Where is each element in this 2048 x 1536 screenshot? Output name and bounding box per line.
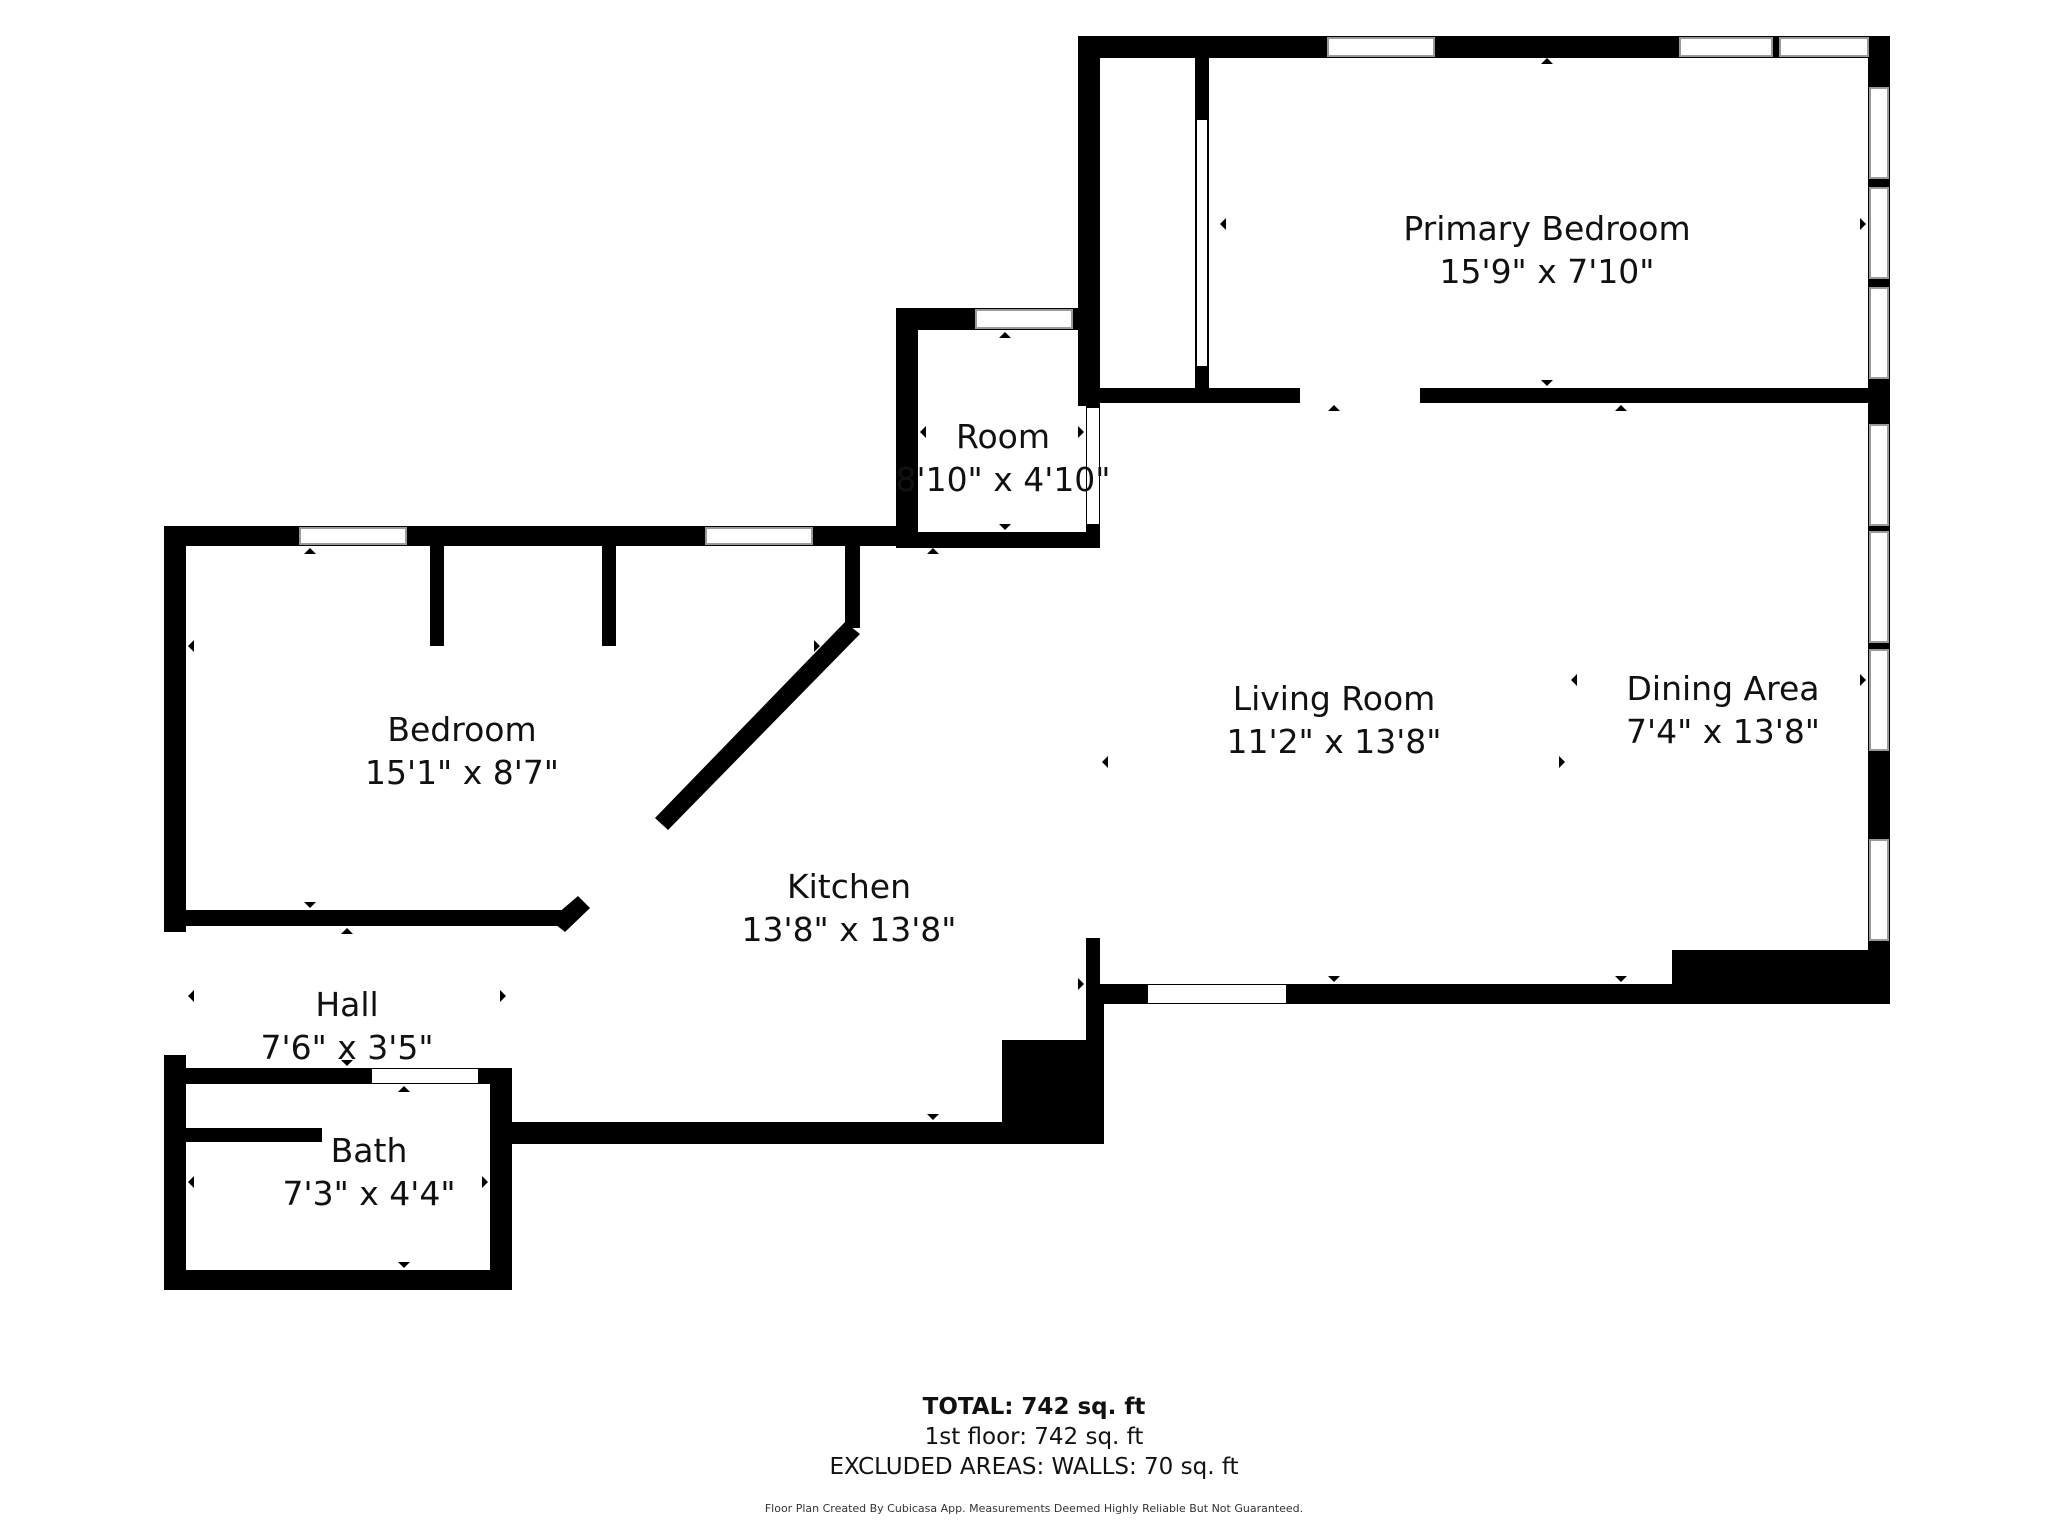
door-primary-closet bbox=[1197, 120, 1207, 366]
room-dims-bedroom: 15'1" x 8'7" bbox=[365, 753, 559, 792]
wall-bedroom-diagonal bbox=[655, 622, 860, 830]
window-primary-right-2 bbox=[1869, 187, 1889, 279]
marker bbox=[927, 1114, 939, 1120]
window-primary-top-right-2 bbox=[1779, 37, 1869, 57]
window-primary-right-3 bbox=[1869, 287, 1889, 379]
marker bbox=[304, 548, 316, 554]
wall-bedroom-bottom bbox=[164, 910, 564, 926]
marker bbox=[927, 548, 939, 554]
door-bath-hall bbox=[372, 1069, 478, 1083]
door-hall-entry bbox=[165, 935, 185, 1055]
room-name-dining-area: Dining Area bbox=[1627, 669, 1820, 708]
marker bbox=[341, 1060, 353, 1066]
door-bedroom-closet bbox=[444, 632, 602, 646]
door-primary-living bbox=[1300, 388, 1420, 403]
window-primary-top-right-1 bbox=[1679, 37, 1773, 57]
wall-kitchen-bottom bbox=[490, 1122, 1104, 1144]
marker bbox=[500, 990, 506, 1002]
wall-dining-right-block bbox=[1868, 755, 1890, 835]
window-dining-right-3 bbox=[1869, 649, 1889, 751]
wall-primary-left bbox=[1078, 36, 1100, 406]
marker bbox=[1541, 58, 1553, 64]
marker bbox=[1559, 756, 1565, 768]
summary-total: TOTAL: 742 sq. ft bbox=[923, 1394, 1146, 1420]
wall-bedroom-closet-left bbox=[430, 546, 444, 646]
wall-bedroom-closet-right bbox=[602, 546, 616, 646]
wall-bath-shelf bbox=[186, 1128, 322, 1142]
marker bbox=[341, 928, 353, 934]
wall-hall-left-lower bbox=[164, 1055, 186, 1290]
marker bbox=[1102, 756, 1108, 768]
room-name-bath: Bath bbox=[331, 1131, 408, 1170]
wall-room-left bbox=[896, 308, 918, 548]
marker bbox=[188, 990, 194, 1002]
disclaimer: Floor Plan Created By Cubicasa App. Meas… bbox=[765, 1502, 1303, 1515]
marker bbox=[188, 640, 194, 652]
marker bbox=[304, 902, 316, 908]
wall-dining-corner-block bbox=[1672, 950, 1890, 1004]
marker bbox=[398, 1086, 410, 1092]
marker bbox=[1078, 978, 1084, 990]
window-bedroom-top-left bbox=[299, 527, 407, 545]
room-dims-primary-bedroom: 15'9" x 7'10" bbox=[1440, 252, 1655, 291]
room-dims-hall: 7'6" x 3'5" bbox=[261, 1028, 434, 1067]
marker bbox=[814, 640, 820, 652]
room-name-living-room: Living Room bbox=[1233, 679, 1436, 718]
walls bbox=[164, 36, 1890, 1290]
openings bbox=[165, 120, 1420, 1083]
windows bbox=[299, 37, 1889, 941]
room-labels: Primary Bedroom 15'9" x 7'10" Room 8'10"… bbox=[261, 209, 1821, 1213]
marker bbox=[188, 1176, 194, 1188]
marker bbox=[1078, 426, 1084, 438]
room-dims-kitchen: 13'8" x 13'8" bbox=[742, 910, 957, 949]
wall-kitchen-pillar bbox=[1086, 938, 1100, 988]
wall-bedroom-left bbox=[164, 526, 186, 932]
area-summary: TOTAL: 742 sq. ft 1st floor: 742 sq. ft … bbox=[765, 1394, 1303, 1515]
room-dims-dining-area: 7'4" x 13'8" bbox=[1626, 712, 1820, 751]
wall-bath-bottom bbox=[164, 1270, 512, 1290]
room-name-room: Room bbox=[956, 417, 1050, 456]
room-name-primary-bedroom: Primary Bedroom bbox=[1403, 209, 1690, 248]
room-name-kitchen: Kitchen bbox=[787, 867, 911, 906]
wall-primary-bottom bbox=[1078, 388, 1890, 403]
marker bbox=[1615, 405, 1627, 411]
room-dims-room: 8'10" x 4'10" bbox=[896, 460, 1111, 499]
window-primary-right-1 bbox=[1869, 87, 1889, 179]
marker bbox=[1541, 380, 1553, 386]
marker bbox=[1328, 976, 1340, 982]
wall-kitchen-right bbox=[1086, 984, 1104, 1144]
window-bedroom-top-right bbox=[705, 527, 813, 545]
marker bbox=[1571, 674, 1577, 686]
marker bbox=[999, 332, 1011, 338]
door-room-living bbox=[1087, 408, 1099, 524]
marker bbox=[482, 1176, 488, 1188]
room-name-hall: Hall bbox=[315, 985, 378, 1024]
door-kitchen-living bbox=[1087, 772, 1099, 938]
marker bbox=[999, 524, 1011, 530]
summary-excluded: EXCLUDED AREAS: WALLS: 70 sq. ft bbox=[829, 1454, 1238, 1480]
marker bbox=[1615, 976, 1627, 982]
window-primary-top-left bbox=[1327, 37, 1435, 57]
door-living-bottom bbox=[1148, 985, 1286, 1003]
marker bbox=[1860, 674, 1866, 686]
wall-bath-right bbox=[490, 1068, 512, 1290]
room-dims-bath: 7'3" x 4'4" bbox=[283, 1174, 456, 1213]
dimension-markers bbox=[188, 58, 1866, 1268]
wall-bedroom-right bbox=[845, 546, 860, 628]
marker bbox=[1328, 405, 1340, 411]
summary-floor: 1st floor: 742 sq. ft bbox=[925, 1424, 1144, 1450]
marker bbox=[920, 426, 926, 438]
window-room-top bbox=[975, 309, 1073, 329]
marker bbox=[1220, 218, 1226, 230]
marker bbox=[1860, 218, 1866, 230]
marker bbox=[398, 1262, 410, 1268]
room-name-bedroom: Bedroom bbox=[387, 710, 536, 749]
room-dims-living-room: 11'2" x 13'8" bbox=[1227, 722, 1442, 761]
window-dining-right-4 bbox=[1869, 839, 1889, 941]
window-dining-right-2 bbox=[1869, 531, 1889, 643]
wall-room-bottom bbox=[896, 532, 1100, 548]
window-dining-right-1 bbox=[1869, 424, 1889, 526]
